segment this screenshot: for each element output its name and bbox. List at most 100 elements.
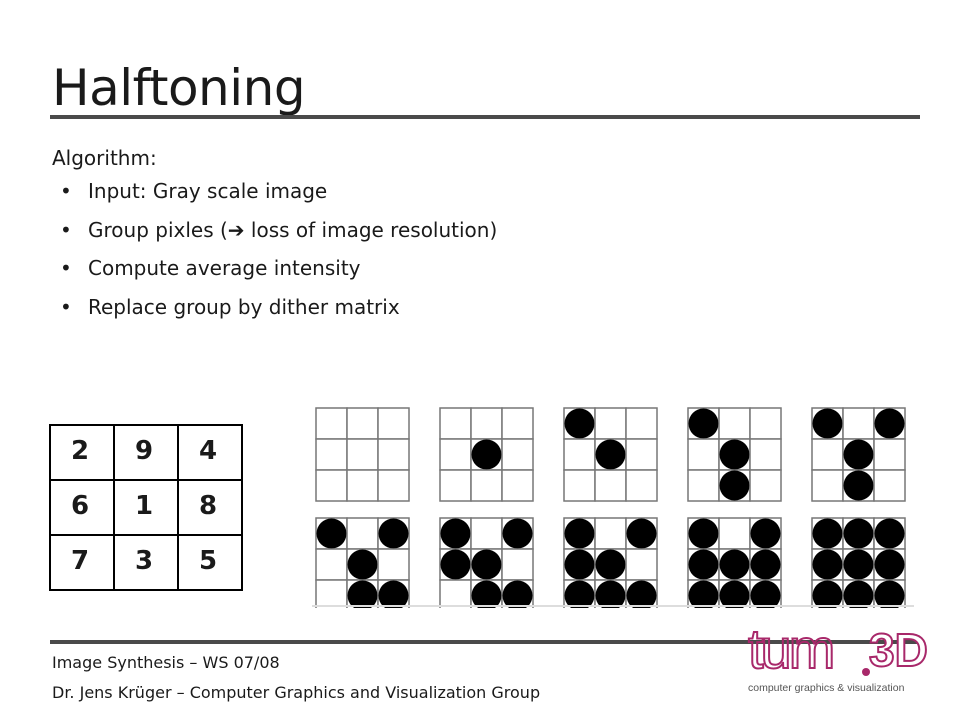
pattern-cell <box>439 438 472 471</box>
pattern-cell <box>377 469 410 502</box>
pattern-dot <box>564 580 595 608</box>
pattern-cell <box>594 407 627 440</box>
pattern-dot <box>595 580 626 608</box>
logo-dot <box>862 668 870 676</box>
pattern-cell <box>439 469 472 502</box>
pattern-cell <box>749 438 782 471</box>
matrix-cell: 6 <box>49 479 115 536</box>
pattern-dot <box>347 549 378 580</box>
pattern-cell <box>718 407 751 440</box>
pattern-cell <box>470 469 503 502</box>
dither-matrix-table: 2 9 4 6 1 8 7 3 5 <box>49 424 243 591</box>
matrix-cell: 5 <box>177 534 243 591</box>
pattern-cell <box>315 469 348 502</box>
title-divider <box>50 115 920 119</box>
matrix-row: 2 9 4 <box>49 424 243 481</box>
pattern-cell <box>563 438 596 471</box>
pattern-cell <box>346 407 379 440</box>
dither-pattern-figure <box>312 404 914 608</box>
bullet-list: • Input: Gray scale image • Group pixles… <box>52 177 497 331</box>
pattern-cell <box>315 407 348 440</box>
logo-tum-text: tum <box>747 616 836 681</box>
pattern-cell <box>377 548 410 581</box>
pattern-dot <box>595 549 626 580</box>
bullet-symbol: • <box>60 294 72 319</box>
footer-author: Dr. Jens Krüger – Computer Graphics and … <box>52 683 541 702</box>
dither-pattern-0 <box>315 407 410 502</box>
bullet-symbol: • <box>60 217 72 242</box>
pattern-cell <box>346 438 379 471</box>
pattern-dot <box>688 408 719 439</box>
dither-pattern-5 <box>315 517 410 608</box>
pattern-cell <box>625 469 658 502</box>
dither-pattern-6 <box>439 517 534 608</box>
bullet-text-after: loss of image resolution) <box>244 217 498 242</box>
pattern-dot <box>316 518 347 549</box>
intro-text: Algorithm: <box>52 146 157 170</box>
arrow-icon: ➔ <box>227 217 245 242</box>
pattern-cell <box>811 469 844 502</box>
pattern-dot <box>719 439 750 470</box>
pattern-dot <box>440 518 471 549</box>
pattern-dot <box>843 439 874 470</box>
footer-divider <box>50 640 920 644</box>
bullet-text: Input: Gray scale image <box>88 179 328 203</box>
pattern-dot <box>719 549 750 580</box>
pattern-cell <box>501 438 534 471</box>
pattern-dot <box>874 580 905 608</box>
pattern-dot <box>843 470 874 501</box>
pattern-dot <box>378 518 409 549</box>
pattern-dot <box>471 439 502 470</box>
dither-pattern-3 <box>687 407 782 502</box>
pattern-dot <box>812 549 843 580</box>
pattern-dot <box>812 518 843 549</box>
pattern-cell <box>687 438 720 471</box>
matrix-cell: 8 <box>177 479 243 536</box>
pattern-cell <box>377 407 410 440</box>
matrix-row: 6 1 8 <box>49 479 243 536</box>
pattern-dot <box>564 518 595 549</box>
matrix-row: 7 3 5 <box>49 534 243 591</box>
pattern-dot <box>874 408 905 439</box>
footer-course: Image Synthesis – WS 07/08 <box>52 653 280 672</box>
pattern-dot <box>843 518 874 549</box>
pattern-dot <box>471 549 502 580</box>
pattern-dot <box>564 408 595 439</box>
pattern-dot <box>502 518 533 549</box>
pattern-dot <box>874 549 905 580</box>
matrix-cell: 9 <box>113 424 179 481</box>
matrix-cell: 4 <box>177 424 243 481</box>
pattern-cell <box>346 517 379 550</box>
bullet-item: • Input: Gray scale image <box>52 177 497 216</box>
pattern-dot <box>719 470 750 501</box>
dither-pattern-2 <box>563 407 658 502</box>
matrix-cell: 1 <box>113 479 179 536</box>
pattern-cell <box>315 579 348 608</box>
bullet-symbol: • <box>60 179 72 203</box>
bullet-item: • Compute average intensity <box>52 254 497 293</box>
matrix-cell: 7 <box>49 534 115 591</box>
pattern-cell <box>811 438 844 471</box>
pattern-cell <box>749 407 782 440</box>
dither-pattern-8 <box>687 517 782 608</box>
pattern-cell <box>563 469 596 502</box>
pattern-cell <box>501 469 534 502</box>
pattern-dot <box>750 518 781 549</box>
pattern-cell <box>501 548 534 581</box>
bullet-text: Replace group by dither matrix <box>88 294 400 319</box>
logo-3d-text: 3D <box>868 623 929 677</box>
pattern-cell <box>625 548 658 581</box>
pattern-cell <box>718 517 751 550</box>
matrix-cell: 3 <box>113 534 179 591</box>
pattern-cell <box>470 517 503 550</box>
pattern-dot <box>502 580 533 608</box>
pattern-cell <box>873 469 906 502</box>
pattern-cell <box>625 407 658 440</box>
pattern-cell <box>346 469 379 502</box>
tum3d-logo: tum 3D computer graphics & visualization <box>742 616 932 710</box>
pattern-dot <box>843 580 874 608</box>
pattern-dot <box>440 549 471 580</box>
pattern-dot <box>812 408 843 439</box>
pattern-dot <box>626 518 657 549</box>
pattern-cell <box>842 407 875 440</box>
